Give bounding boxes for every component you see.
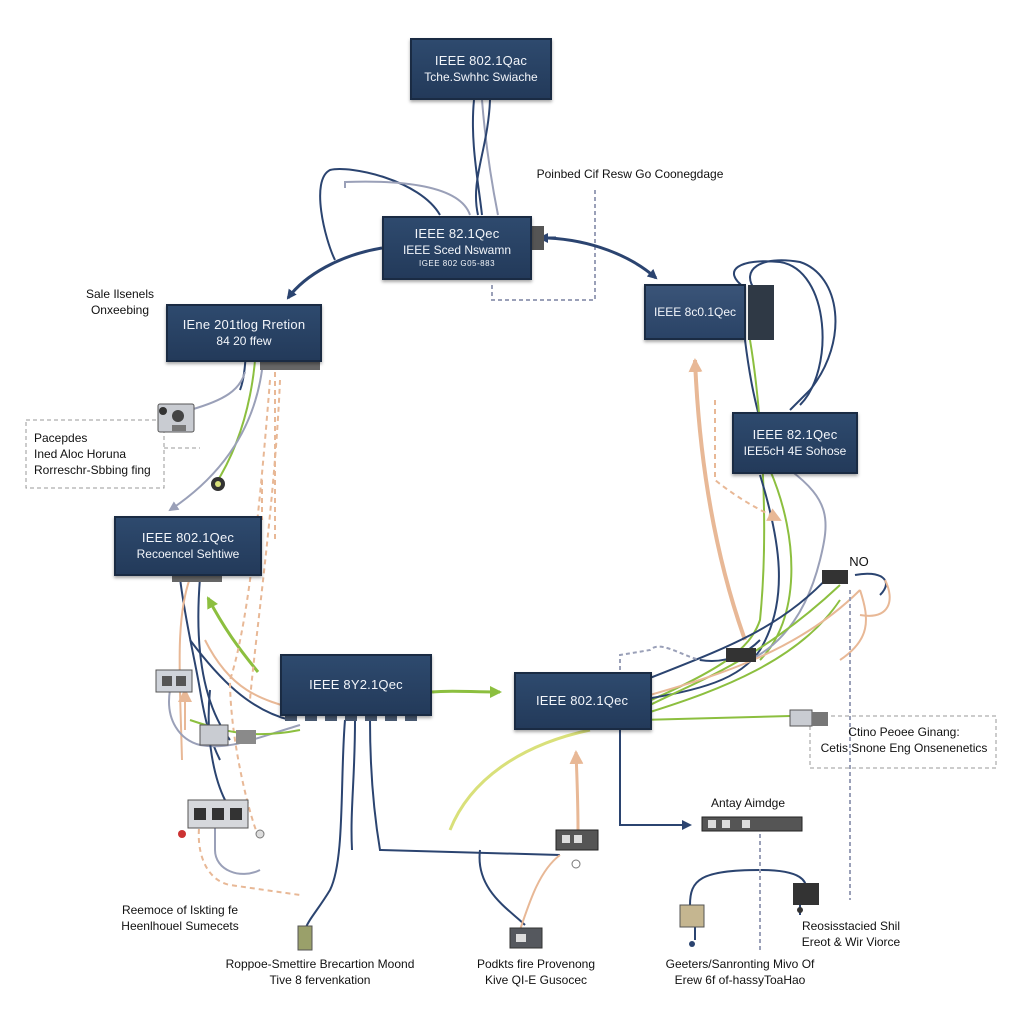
device-left-patch <box>178 799 265 839</box>
label-left-box: Pacepdes Ined Aloc Horuna Rorreschr-Sbbi… <box>34 430 164 478</box>
label-left-box-line3: Rorreschr-Sbbing fing <box>34 463 151 477</box>
label-bottom-right-line1: Reosisstacied Shil <box>801 919 901 933</box>
cable-centerright <box>619 572 891 830</box>
label-top-annotation: Poinbed Cif Resw Go Coonegdage <box>530 166 730 182</box>
device-left-junction <box>199 724 256 746</box>
device-left-node <box>211 477 225 491</box>
switch-top[interactable]: IEEE 802.1Qac Tche.Swhhc Swiache <box>410 38 552 100</box>
device-bottom-center <box>509 927 543 949</box>
cable-yellow <box>448 728 591 831</box>
label-bottom-center-left-line2: Tive 8 fervenkation <box>269 973 371 987</box>
switch-top-line1: IEEE 802.1Qac <box>434 53 528 68</box>
switch-upper[interactable]: IEEE 82.1Qec IEEE Sced Nswamn IGEE 802 G… <box>382 216 532 280</box>
label-antay: Antay Aimdge <box>698 795 798 811</box>
label-left-top: Sale Ilsenels Onxeebing <box>60 286 180 318</box>
switch-center-line1: IEEE 8Y2.1Qec <box>309 677 403 692</box>
label-antay-text: Antay Aimdge <box>710 796 786 810</box>
label-left-top-line2: Onxeebing <box>90 303 150 317</box>
label-top-annotation-text: Poinbed Cif Resw Go Coonegdage <box>536 167 724 181</box>
label-bottom-center-left: Roppoe-Smettire Brecartion Moond Tive 8 … <box>210 956 430 988</box>
label-bottom-right-center-line2: Erew 6f of-hassyToaHao <box>674 973 806 987</box>
label-bottom-center-line1: Podkts fire Provenong <box>476 957 596 971</box>
label-left-box-line2: Ined Aloc Horuna <box>34 447 127 461</box>
switch-left-line1: IEne 201tlog Rretion <box>182 317 306 332</box>
switch-right-mid-line2: IEE5cH 4E Sohose <box>743 444 847 458</box>
dashed-box-left <box>25 419 165 489</box>
device-bottom-right-b <box>793 883 819 913</box>
label-bottom-center-line2: Kive QI-E Gusocec <box>484 973 588 987</box>
switch-left[interactable]: IEne 201tlog Rretion 84 20 ffew <box>166 304 322 362</box>
cable-top-to-upper <box>471 99 499 216</box>
label-right-box-line1: Ctino Peoee Ginang: <box>848 725 960 739</box>
device-right-connectors <box>726 570 848 727</box>
switch-center[interactable]: IEEE 8Y2.1Qec <box>280 654 432 716</box>
label-right-box-line2: Cetis Snone Eng Onsenenetics <box>820 741 988 755</box>
label-no: NO <box>844 554 874 570</box>
switch-right-mid-line1: IEEE 82.1Qec <box>752 427 838 442</box>
arrow-center-to-centerright <box>431 685 502 698</box>
dashed-right-peach <box>714 400 782 521</box>
label-left-box-line1: Pacepdes <box>34 431 88 445</box>
cable-bottom-right <box>689 590 851 950</box>
label-bottom-left-line2: Heenlhouel Sumecets <box>121 919 239 933</box>
switch-center-right-line1: IEEE 802.1Qec <box>536 693 629 708</box>
arrow-peach-to-centerright <box>569 750 584 831</box>
cable-right-loops <box>639 259 837 706</box>
cable-upper-loop <box>319 168 596 301</box>
label-bottom-center-left-line1: Roppoe-Smettire Brecartion Moond <box>225 957 415 971</box>
device-left-connector <box>155 669 193 693</box>
arrow-peach-to-right <box>688 358 747 641</box>
switch-top-line2: Tche.Swhhc Swiache <box>424 70 538 84</box>
switch-center-right[interactable]: IEEE 802.1Qec <box>514 672 652 730</box>
switch-right[interactable]: IEEE 8c0.1Qec <box>644 284 746 340</box>
switch-left-mid-line2: Recoencel Sehtiwe <box>136 547 240 561</box>
label-bottom-right-center-line1: Geeters/Sanronting Mivo Of <box>665 957 815 971</box>
switch-upper-line1: IEEE 82.1Qec <box>414 226 500 241</box>
label-left-top-line1: Sale Ilsenels <box>85 287 155 301</box>
device-bottom-right-a <box>679 904 705 947</box>
switch-right-line1: IEEE 8c0.1Qec <box>653 305 737 319</box>
switch-left-line2: 84 20 ffew <box>216 334 272 348</box>
label-no-text: NO <box>849 554 869 569</box>
arrow-green-to-leftmid <box>206 596 260 673</box>
label-bottom-right: Reosisstacied Shil Ereot & Wir Viorce <box>786 918 916 950</box>
device-left-sensor <box>157 403 195 433</box>
device-antay <box>701 816 803 832</box>
label-right-box: Ctino Peoee Ginang: Cetis Snone Eng Onse… <box>814 724 994 756</box>
switch-left-mid-line1: IEEE 802.1Qec <box>141 530 235 545</box>
label-bottom-left: Reemoce of Iskting fe Heenlhouel Sumecet… <box>100 902 260 934</box>
switch-upper-line2: IEEE Sced Nswamn <box>402 243 512 257</box>
label-bottom-left-line1: Reemoce of Iskting fe <box>121 903 239 917</box>
dashed-box-right <box>809 715 997 769</box>
switch-left-mid[interactable]: IEEE 802.1Qec Recoencel Sehtiwe <box>114 516 262 576</box>
arrow-upper-to-left <box>286 246 383 300</box>
label-bottom-right-line2: Ereot & Wir Viorce <box>801 935 901 949</box>
switch-right-mid[interactable]: IEEE 82.1Qec IEE5cH 4E Sohose <box>732 412 858 474</box>
device-bottom-left-plug <box>297 925 313 951</box>
device-center-small <box>555 829 599 869</box>
arrow-upper-to-right <box>547 236 658 280</box>
switch-upper-line3: IGEE 802 G05-883 <box>418 259 496 268</box>
label-bottom-right-center: Geeters/Sanronting Mivo Of Erew 6f of-ha… <box>640 956 840 988</box>
label-bottom-center: Podkts fire Provenong Kive QI-E Gusocec <box>456 956 616 988</box>
